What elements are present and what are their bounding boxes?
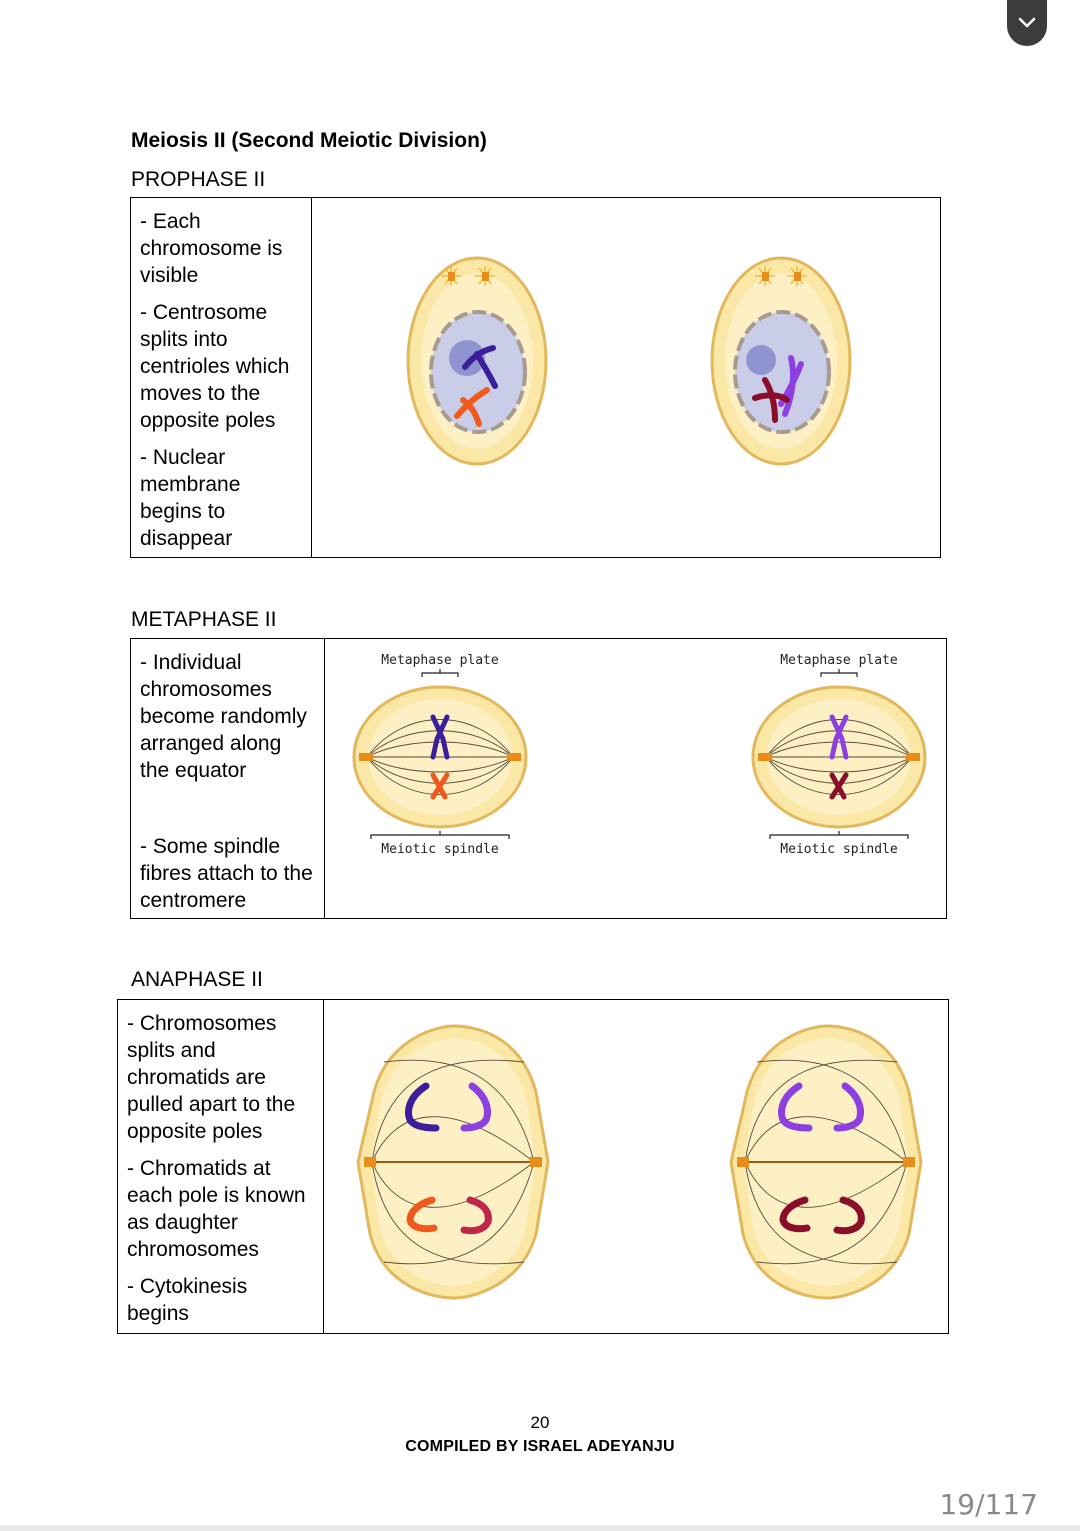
chevron-down-icon bbox=[1018, 17, 1036, 28]
prophase-title: PROPHASE II bbox=[131, 168, 266, 191]
prophase-point: - Each chromosome is visible bbox=[140, 210, 283, 287]
metaphase-cell-diagram: Metaphase plate Meiotic spindle bbox=[352, 653, 528, 857]
prophase-point: - Nuclear membrane begins to disappear bbox=[140, 446, 241, 550]
anaphase-point: - Cytokinesis begins bbox=[127, 1275, 248, 1325]
anaphase-point: - Chromatids at each pole is known as da… bbox=[127, 1157, 306, 1261]
metaphase-table: - Individual chromosomes become randomly… bbox=[130, 638, 947, 919]
page-number: 20 bbox=[530, 1413, 550, 1432]
anaphase-title: ANAPHASE II bbox=[131, 968, 263, 991]
metaphase-point: - Some spindle fibres attach to the cent… bbox=[140, 835, 313, 912]
metaphase-point: - Individual chromosomes become randomly… bbox=[140, 651, 307, 782]
metaphase-plate-label: Metaphase plate bbox=[780, 653, 898, 668]
metaphase-title: METAPHASE II bbox=[131, 608, 277, 631]
metaphase-cell-diagram: Metaphase plate Meiotic spindle bbox=[751, 653, 927, 857]
next-page-button[interactable] bbox=[1007, 0, 1047, 46]
anaphase-cell-diagram bbox=[356, 1024, 550, 1300]
prophase-cell-diagram bbox=[710, 256, 852, 466]
prophase-table: - Each chromosome is visible - Centrosom… bbox=[130, 197, 941, 558]
anaphase-description: - Chromosomes splits and chromatids are … bbox=[118, 1000, 324, 1333]
meiotic-spindle-label: Meiotic spindle bbox=[780, 842, 898, 857]
metaphase-figures: Metaphase plate Meiotic spindle Metaphas… bbox=[325, 639, 946, 918]
anaphase-table: - Chromosomes splits and chromatids are … bbox=[117, 999, 949, 1334]
prophase-point: - Centrosome splits into centrioles whic… bbox=[140, 301, 290, 432]
anaphase-figures bbox=[324, 1000, 948, 1333]
page-counter: 19/117 bbox=[939, 1488, 1038, 1521]
anaphase-point: - Chromosomes splits and chromatids are … bbox=[127, 1012, 296, 1143]
metaphase-description: - Individual chromosomes become randomly… bbox=[131, 639, 325, 918]
bottom-divider bbox=[0, 1525, 1080, 1531]
prophase-cell-diagram bbox=[406, 256, 548, 466]
anaphase-cell-diagram bbox=[729, 1024, 923, 1300]
metaphase-plate-label: Metaphase plate bbox=[381, 653, 499, 668]
prophase-figures bbox=[312, 198, 940, 557]
meiotic-spindle-label: Meiotic spindle bbox=[381, 842, 499, 857]
prophase-description: - Each chromosome is visible - Centrosom… bbox=[131, 198, 312, 557]
footer-credit: COMPILED BY ISRAEL ADEYANJU bbox=[405, 1438, 675, 1455]
page-heading: Meiosis II (Second Meiotic Division) bbox=[131, 129, 487, 152]
